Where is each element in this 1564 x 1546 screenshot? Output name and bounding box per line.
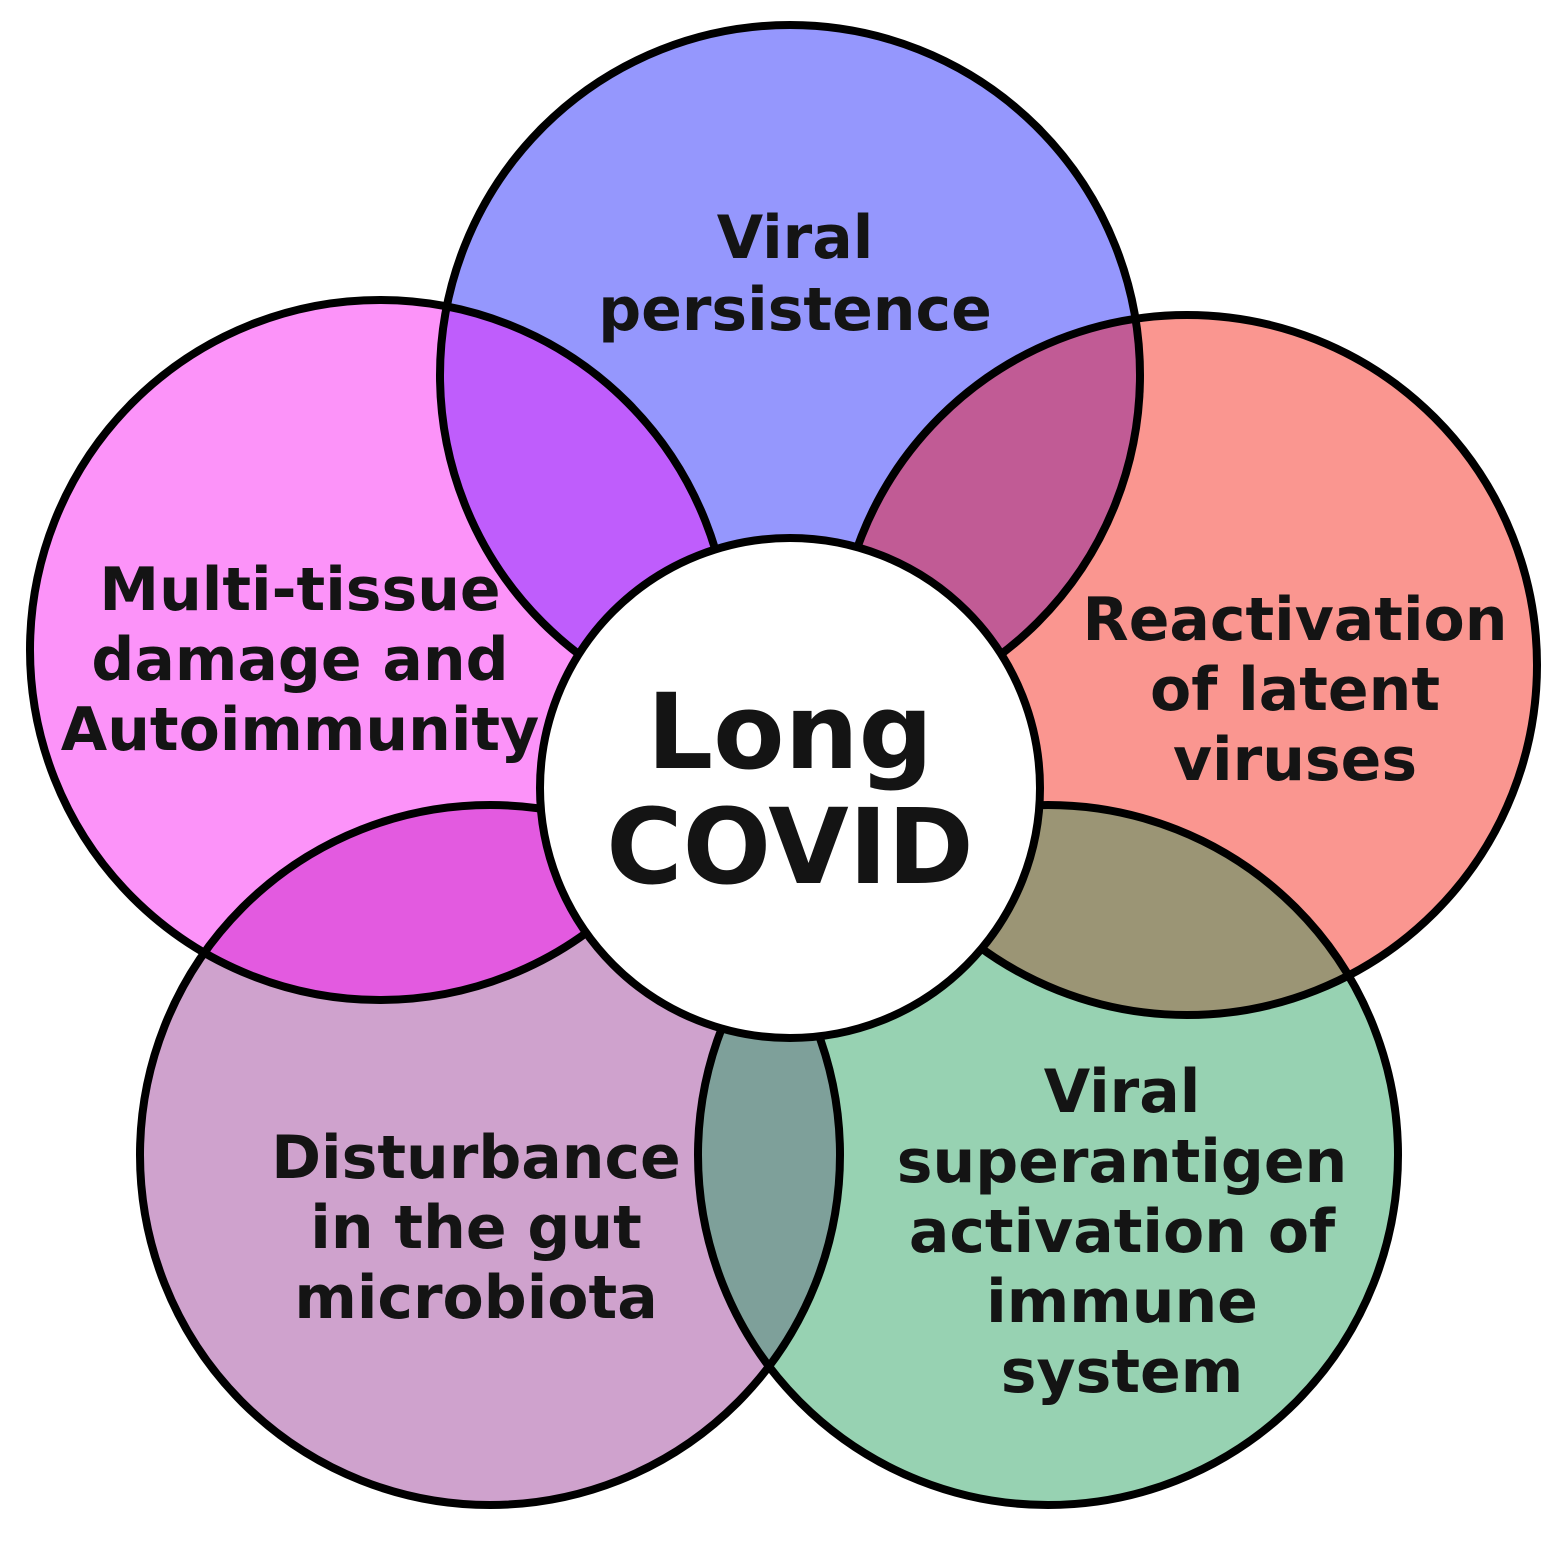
- label-line: of latent: [1150, 655, 1440, 725]
- label-line: immune: [986, 1267, 1258, 1337]
- label-line: Disturbance: [271, 1123, 680, 1193]
- label-line: Multi-tissue: [99, 555, 500, 625]
- overlap-multi-tissue-viral-persistence: [440, 300, 730, 725]
- label-line: Autoimmunity: [61, 695, 539, 765]
- label-line: activation of: [909, 1197, 1336, 1267]
- label-line: Viral: [717, 203, 874, 273]
- label-line: damage and: [91, 625, 508, 695]
- label-line: microbiota: [294, 1263, 657, 1333]
- center-circle: [536, 534, 1044, 1042]
- label-line: system: [1001, 1337, 1243, 1407]
- label-line: superantigen: [897, 1127, 1347, 1197]
- overlap-viral-persistence-reactivation-latent: [837, 315, 1140, 725]
- label-line: viruses: [1173, 725, 1417, 795]
- label-line: in the gut: [310, 1193, 642, 1263]
- label-line: Viral: [1044, 1057, 1201, 1127]
- circle-outline-gut-microbiota: [136, 801, 844, 1509]
- center-label-line: COVID: [606, 786, 973, 908]
- label-line: Reactivation: [1083, 585, 1508, 655]
- circle-outline-superantigen: [694, 801, 1402, 1509]
- label-line: persistence: [598, 275, 992, 345]
- center-label-line: Long: [647, 671, 933, 793]
